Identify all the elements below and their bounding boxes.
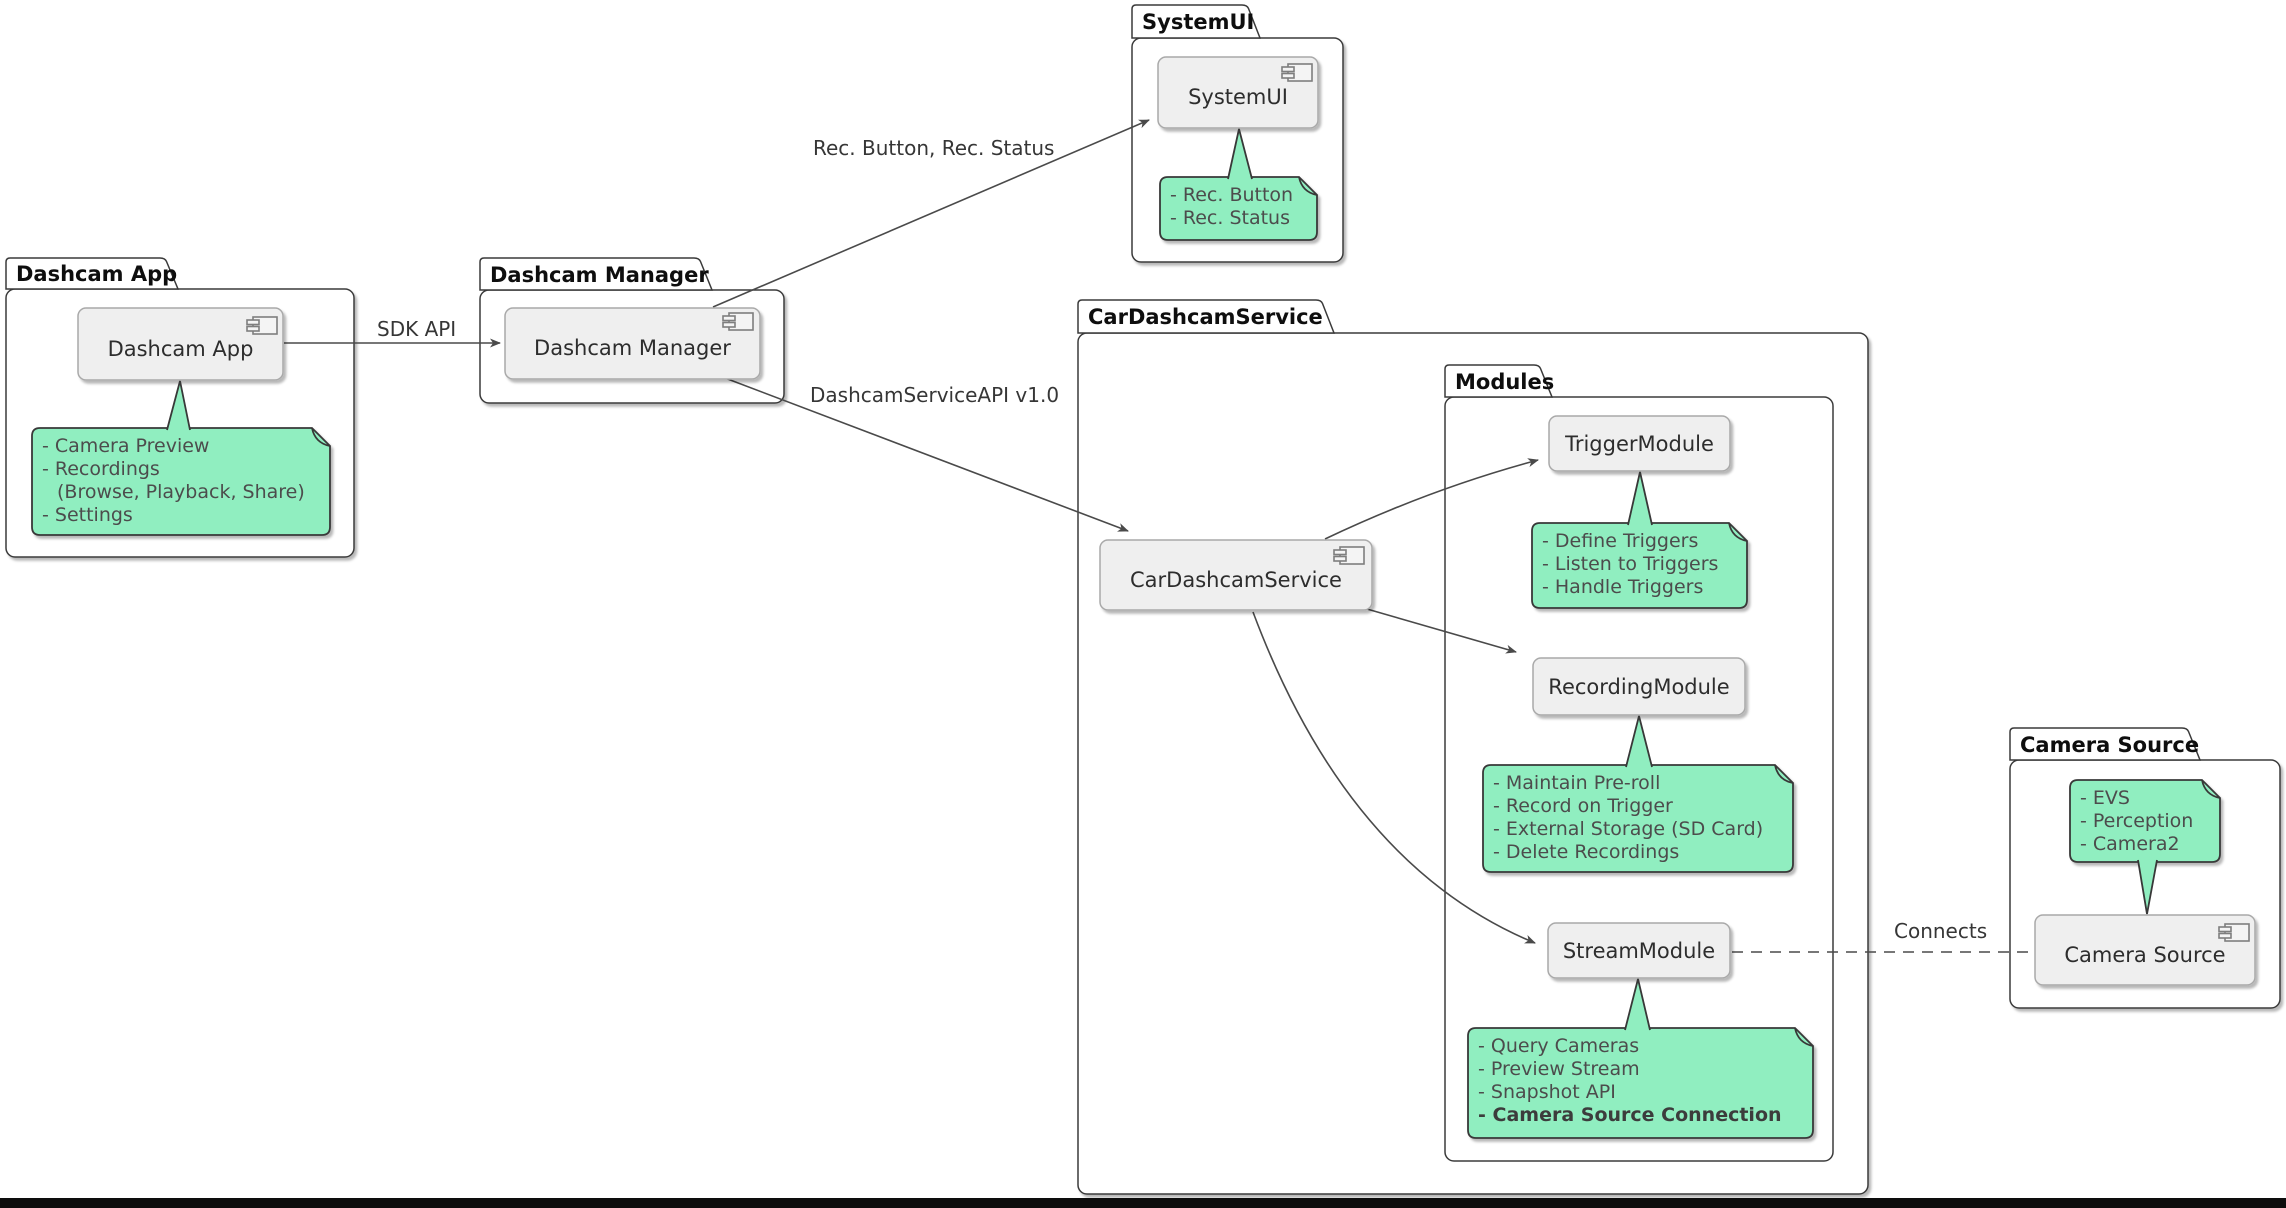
edge-to-recording-module [1359, 606, 1517, 654]
component-car-dashcam-service [1099, 539, 1373, 611]
edge-label-sdk-api: SDK API [377, 317, 457, 341]
component-systemui [1157, 56, 1319, 129]
note-text-dashcam-app: - Camera Preview - Recordings (Browse, P… [42, 435, 305, 527]
package-title-systemui: SystemUI [1142, 10, 1255, 34]
component-label-camera-source: Camera Source [2064, 942, 2226, 967]
note-fold-icon [1298, 176, 1318, 196]
component-icon [722, 312, 754, 331]
package-tab-dashcam-app [5, 257, 180, 290]
note-line: - EVS [2080, 787, 2130, 809]
note-line: - Preview Stream [1478, 1058, 1640, 1080]
note-line: - Rec. Button [1170, 184, 1294, 206]
note-trigger-module [1531, 522, 1748, 609]
component-label-trigger-module: TriggerModule [1565, 431, 1714, 456]
component-label-systemui: SystemUI [1188, 85, 1288, 109]
component-camera-source [2034, 914, 2256, 986]
component-dashcam-app [77, 307, 284, 381]
note-fold-icon [311, 427, 331, 447]
note-line: - Camera Preview [42, 435, 210, 457]
component-dashcam-manager [504, 307, 761, 380]
package-tab-modules [1444, 364, 1554, 398]
note-tail [2137, 859, 2158, 915]
note-line: - Record on Trigger [1493, 795, 1673, 817]
edge-label-rec-button-status: Rec. Button, Rec. Status [813, 136, 1055, 160]
note-line: - Rec. Status [1170, 207, 1291, 229]
edge-dashcam-service-api [724, 377, 1129, 532]
note-fold-icon [2201, 779, 2221, 799]
note-line: - Perception [2080, 810, 2194, 832]
package-title-car-dashcam-service: CarDashcamService [1088, 305, 1323, 329]
note-dashcam-app [31, 427, 331, 536]
note-stream-module [1467, 1027, 1814, 1139]
edge-rec-button-status [712, 119, 1150, 308]
note-text-recording-module: - Maintain Pre-roll - Record on Trigger … [1493, 772, 1763, 864]
note-line: - Camera Source Connection [1478, 1104, 1782, 1126]
note-tail [1625, 715, 1653, 768]
package-title-modules: Modules [1455, 370, 1555, 394]
note-line: (Browse, Playback, Share) [57, 481, 305, 503]
note-systemui [1159, 176, 1318, 241]
note-line: - Maintain Pre-roll [1493, 772, 1661, 794]
note-line: - Recordings [42, 458, 160, 480]
note-tail [1624, 978, 1651, 1031]
package-tab-systemui [1131, 4, 1262, 39]
component-recording-module [1532, 657, 1746, 716]
note-text-camera-source: - EVS - Perception - Camera2 [2080, 787, 2193, 856]
bottom-bar [0, 1198, 2286, 1208]
component-label-dashcam-app: Dashcam App [107, 336, 254, 361]
note-line: - Settings [42, 504, 133, 526]
edge-to-stream-module [1252, 611, 1536, 944]
note-text-stream-module: - Query Cameras - Preview Stream - Snaps… [1478, 1035, 1782, 1127]
component-icon [1281, 63, 1313, 82]
note-tail [1627, 471, 1653, 526]
note-line: - Define Triggers [1542, 530, 1699, 552]
edge-to-trigger-module [1324, 458, 1539, 540]
component-label-recording-module: RecordingModule [1548, 674, 1730, 699]
note-line: - Query Cameras [1478, 1035, 1640, 1057]
component-label-stream-module: StreamModule [1562, 938, 1716, 963]
note-text-trigger-module: - Define Triggers - Listen to Triggers -… [1542, 530, 1718, 599]
component-icon [1333, 546, 1365, 565]
note-fold-icon [1728, 522, 1748, 542]
component-label-car-dashcam-service: CarDashcamService [1130, 567, 1342, 592]
package-title-dashcam-app: Dashcam App [16, 262, 178, 286]
note-line: - Snapshot API [1478, 1081, 1616, 1103]
note-fold-icon [1794, 1027, 1814, 1047]
package-tab-camera-source [2009, 727, 2202, 761]
component-stream-module [1547, 922, 1731, 979]
edge-label-connects: Connects [1894, 919, 1988, 943]
component-icon [246, 316, 278, 335]
edge-label-dashcam-service-api: DashcamServiceAPI v1.0 [810, 383, 1060, 407]
package-title-camera-source: Camera Source [2020, 733, 2200, 757]
note-tail [166, 380, 191, 431]
note-line: - External Storage (SD Card) [1493, 818, 1764, 840]
note-line: - Delete Recordings [1493, 841, 1680, 863]
package-title-dashcam-manager: Dashcam Manager [490, 263, 709, 287]
component-icon [2218, 923, 2250, 942]
note-tail [1227, 128, 1253, 180]
note-text-systemui: - Rec. Button - Rec. Status [1170, 184, 1293, 230]
note-recording-module [1482, 764, 1794, 873]
note-line: - Handle Triggers [1542, 576, 1704, 598]
note-line: - Listen to Triggers [1542, 553, 1719, 575]
note-camera-source [2069, 779, 2221, 863]
note-fold-icon [1774, 764, 1794, 784]
note-line: - Camera2 [2080, 833, 2180, 855]
package-tab-dashcam-manager [479, 257, 714, 291]
package-tab-car-dashcam-service [1077, 299, 1336, 334]
component-trigger-module [1548, 415, 1731, 472]
component-label-dashcam-manager: Dashcam Manager [534, 336, 731, 360]
